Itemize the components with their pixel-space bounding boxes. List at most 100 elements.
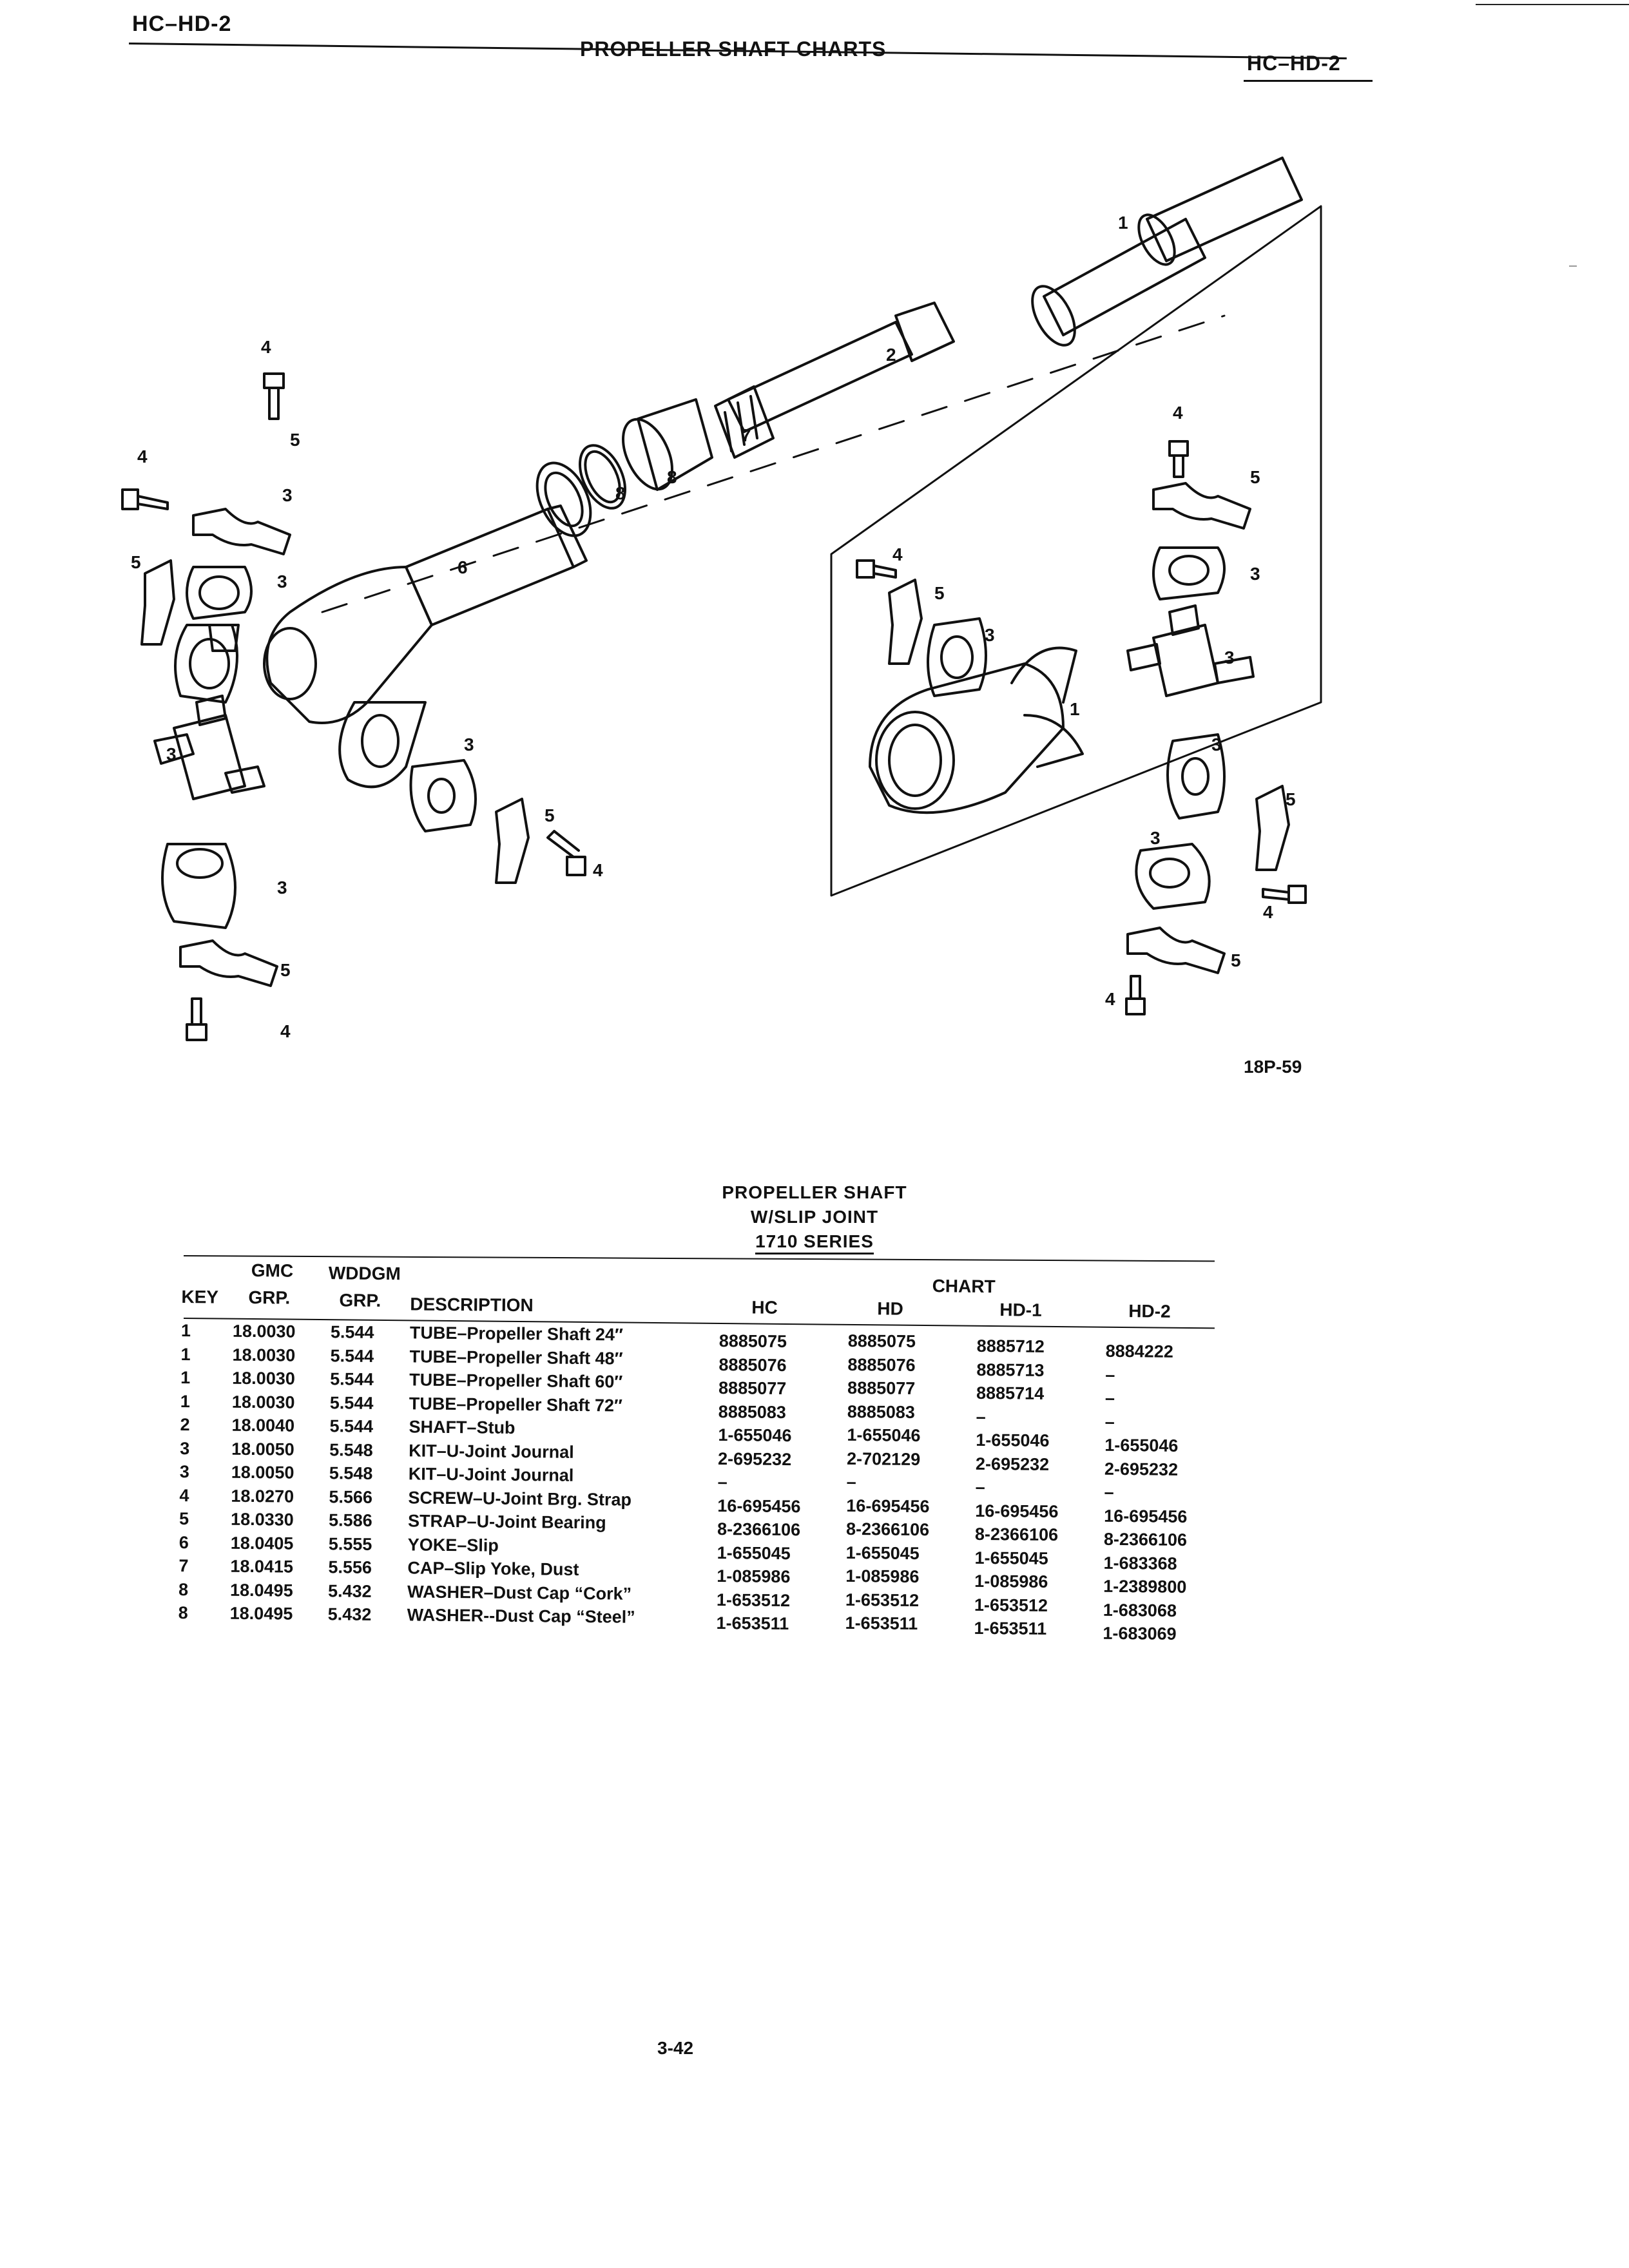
row-key: 8 <box>178 1602 188 1623</box>
row-part-hd: 2-702129 <box>846 1448 921 1469</box>
row-gmc-group: 18.0050 <box>231 1462 294 1483</box>
strap-left-lower <box>179 939 278 987</box>
screw-inset <box>856 559 897 579</box>
row-part-hd: 1-655046 <box>847 1425 921 1446</box>
row-wddgm-group: 5.432 <box>327 1604 372 1624</box>
row-wddgm-group: 5.548 <box>329 1439 373 1460</box>
row-gmc-group: 18.0495 <box>229 1603 293 1624</box>
header-hd: HD <box>877 1298 903 1319</box>
callout-3-cap-a: 3 <box>282 485 293 505</box>
row-key: 4 <box>179 1485 189 1505</box>
inset-panel <box>830 205 1322 897</box>
header-gmc-bottom: GRP. <box>248 1287 291 1308</box>
table-series-label: 1710 SERIES <box>755 1231 874 1254</box>
table-title-line1: PROPELLER SHAFT <box>722 1182 907 1202</box>
row-key: 3 <box>179 1461 190 1482</box>
row-wddgm-group: 5.586 <box>328 1510 372 1530</box>
bearing-cap-left-mid <box>174 624 238 704</box>
callout-4-screw-g: 4 <box>1263 902 1273 922</box>
row-gmc-group: 18.0415 <box>230 1556 294 1577</box>
screw-right-bottom <box>1125 975 1146 1015</box>
header-key: KEY <box>181 1286 219 1307</box>
callout-3-cap-h: 3 <box>1224 648 1235 668</box>
row-wddgm-group: 5.544 <box>330 1345 374 1366</box>
row-description: SHAFT–Stub <box>409 1417 516 1437</box>
callout-3-cap-e: 3 <box>277 878 287 898</box>
header-right-code: HC–HD-2 <box>1247 52 1341 75</box>
row-part-hc: 16-695456 <box>717 1495 801 1516</box>
header-gmc-top: GMC <box>251 1260 294 1281</box>
screw-left-side <box>121 488 169 510</box>
header-wddgm-top: WDDGM <box>328 1263 401 1284</box>
bearing-cap-right-mid <box>1166 733 1226 820</box>
header-wddgm-bottom: GRP. <box>339 1290 381 1311</box>
row-part-hc: – <box>717 1472 728 1492</box>
callout-1-yoke: 1 <box>1070 699 1080 719</box>
callout-5-strap-e: 5 <box>1250 467 1260 487</box>
callout-1-tube: 1 <box>1118 213 1128 233</box>
row-part-hc: 8885077 <box>718 1378 787 1399</box>
callout-6-slip-yoke: 6 <box>458 557 468 577</box>
callout-5-strap-a: 5 <box>290 430 300 450</box>
row-wddgm-group: 5.544 <box>329 1392 374 1413</box>
row-key: 1 <box>180 1367 191 1388</box>
row-key: 1 <box>180 1344 191 1364</box>
row-wddgm-group: 5.566 <box>329 1486 373 1507</box>
row-part-hd: 8885075 <box>847 1331 916 1351</box>
screw-right-top <box>1168 440 1189 478</box>
row-description: KIT–U-Joint Journal <box>409 1440 574 1462</box>
dust-cap-7 <box>622 398 713 491</box>
row-description: CAP–Slip Yoke, Dust <box>407 1558 579 1579</box>
row-description: TUBE–Propeller Shaft 72″ <box>409 1393 623 1416</box>
row-part-hc: 1-653512 <box>716 1590 791 1610</box>
row-part-hd: 1-653512 <box>845 1590 920 1610</box>
strap-inset <box>888 579 923 665</box>
row-part-hd2: 1-683069 <box>1103 1623 1177 1644</box>
bearing-cap-right-inset <box>927 617 987 697</box>
row-part-hc: 1-653511 <box>716 1613 789 1634</box>
row-gmc-group: 18.0030 <box>232 1368 295 1389</box>
callout-5-strap-h: 5 <box>1231 950 1241 970</box>
row-gmc-group: 18.0330 <box>230 1509 294 1530</box>
page-title: PROPELLER SHAFT CHARTS <box>580 37 887 61</box>
callout-3-cap-c: 3 <box>166 744 177 764</box>
callout-3-cap-d: 3 <box>464 735 474 754</box>
bearing-cap-left-lower <box>161 843 236 929</box>
callout-3-cap-i: 3 <box>1211 735 1222 754</box>
row-part-hc: 8-2366106 <box>717 1519 801 1540</box>
callout-5-strap-c: 5 <box>545 805 555 825</box>
table-title-line2: W/SLIP JOINT <box>750 1207 879 1227</box>
callout-8-washer-b: 8 <box>615 483 626 503</box>
row-part-hd: 1-085986 <box>845 1566 920 1587</box>
callout-2-stub-shaft: 2 <box>886 345 896 365</box>
row-part-hc: 1-655045 <box>717 1542 791 1563</box>
row-wddgm-group: 5.556 <box>328 1557 372 1577</box>
row-gmc-group: 18.0405 <box>230 1533 294 1553</box>
row-gmc-group: 18.0030 <box>232 1345 296 1365</box>
strap-right-lower <box>1126 927 1226 974</box>
row-gmc-group: 18.0040 <box>231 1415 295 1436</box>
row-part-hc: 1-085986 <box>717 1566 791 1587</box>
bearing-cap-left-upper <box>186 566 253 652</box>
corner-mark <box>1476 4 1629 5</box>
scan-speck <box>1569 265 1577 267</box>
callout-4-screw-d: 4 <box>280 1021 291 1041</box>
callout-3-cap-g: 3 <box>985 625 995 645</box>
u-joint-left <box>153 695 265 800</box>
row-description: YOKE–Slip <box>407 1534 499 1555</box>
header-left-code: HC–HD-2 <box>132 12 232 36</box>
row-part-hd: 16-695456 <box>846 1495 930 1516</box>
washer-8-cork <box>535 461 592 537</box>
row-key: 1 <box>180 1320 191 1341</box>
row-description: STRAP–U-Joint Bearing <box>407 1511 606 1533</box>
strap-right-mid <box>1255 785 1290 871</box>
row-key: 3 <box>180 1438 190 1458</box>
callout-3-cap-b: 3 <box>277 572 287 591</box>
screw-left-bottom <box>186 997 207 1041</box>
row-key: 6 <box>178 1532 189 1552</box>
row-wddgm-group: 5.544 <box>329 1416 374 1436</box>
explode-axis <box>321 314 1226 613</box>
header-description: DESCRIPTION <box>410 1294 534 1316</box>
screw-right-side <box>1262 885 1307 904</box>
row-key: 1 <box>180 1391 191 1411</box>
